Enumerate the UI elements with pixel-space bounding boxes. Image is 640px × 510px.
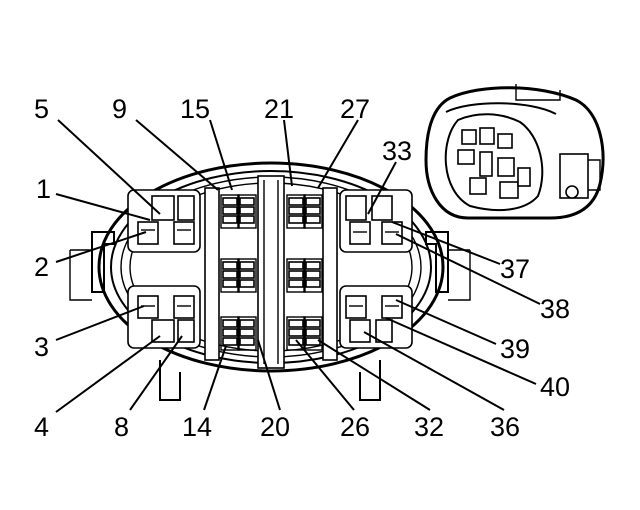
- pin-label-38: 38: [540, 294, 570, 324]
- small-terminal-frame: [237, 258, 257, 293]
- pin-label-32: 32: [414, 412, 444, 442]
- small-terminal-cell: [239, 279, 255, 288]
- small-terminal-grid: [220, 194, 323, 351]
- terminal-group-left: [137, 195, 195, 343]
- small-terminal-cell: [222, 197, 238, 206]
- pin-label-4: 4: [34, 412, 49, 442]
- small-terminal-frame: [286, 258, 306, 293]
- pin-label-37: 37: [500, 254, 530, 284]
- small-terminal-cell: [305, 328, 321, 337]
- small-terminal-cell: [239, 337, 255, 346]
- small-terminal-cell: [222, 279, 238, 288]
- small-terminal-cell: [305, 337, 321, 346]
- small-terminal-frame: [303, 194, 323, 229]
- small-terminal-cell: [222, 206, 238, 215]
- small-terminal-frame: [220, 258, 240, 293]
- small-terminal-frame: [286, 316, 306, 351]
- small-terminal-cell: [288, 319, 304, 328]
- small-terminal-cell: [305, 270, 321, 279]
- small-terminal-cell: [288, 197, 304, 206]
- pin-label-5: 5: [34, 94, 49, 124]
- small-terminal-cell: [222, 261, 238, 270]
- pin-label-39: 39: [500, 334, 530, 364]
- small-terminal-cell: [288, 215, 304, 224]
- small-terminal-cell: [288, 328, 304, 337]
- pin-label-14: 14: [182, 412, 212, 442]
- pin-label-21: 21: [264, 94, 294, 124]
- small-terminal-cell: [239, 270, 255, 279]
- small-terminal-frame: [303, 258, 323, 293]
- small-terminal-cell: [305, 197, 321, 206]
- small-terminal-cell: [305, 279, 321, 288]
- leader-lines: [55, 119, 541, 413]
- small-terminal-cell: [305, 206, 321, 215]
- pin-label-20: 20: [260, 412, 290, 442]
- small-terminal-cell: [305, 215, 321, 224]
- small-terminal-cell: [288, 261, 304, 270]
- small-terminal-cell: [288, 206, 304, 215]
- pin-label-33: 33: [382, 136, 412, 166]
- connector-face: [69, 161, 471, 401]
- terminal-group-right: [345, 195, 403, 343]
- small-terminal-frame: [286, 194, 306, 229]
- small-terminal-frame: [303, 316, 323, 351]
- pin-label-27: 27: [340, 94, 370, 124]
- small-terminal-cell: [239, 328, 255, 337]
- small-terminal-frame: [220, 316, 240, 351]
- small-terminal-frame: [220, 194, 240, 229]
- connector-side-view: [424, 84, 605, 220]
- pin-label-26: 26: [340, 412, 370, 442]
- small-terminal-cell: [239, 319, 255, 328]
- small-terminal-cell: [222, 328, 238, 337]
- small-terminal-cell: [239, 261, 255, 270]
- small-terminal-cell: [305, 261, 321, 270]
- small-terminal-cell: [305, 319, 321, 328]
- small-terminal-cell: [239, 206, 255, 215]
- small-terminal-cell: [288, 279, 304, 288]
- small-terminal-cell: [239, 215, 255, 224]
- pin-label-3: 3: [34, 332, 49, 362]
- small-terminal-cell: [239, 197, 255, 206]
- small-terminal-cell: [222, 270, 238, 279]
- small-terminal-cell: [222, 319, 238, 328]
- pin-label-40: 40: [540, 372, 570, 402]
- small-terminal-frame: [237, 194, 257, 229]
- pin-label-2: 2: [34, 252, 49, 282]
- pin-label-8: 8: [114, 412, 129, 442]
- small-terminal-cell: [222, 215, 238, 224]
- pin-labels: 5 9 15 21 27 33 1 2 3 4 8 14 20 26 32 36…: [34, 94, 570, 442]
- small-terminal-cell: [222, 337, 238, 346]
- small-terminal-frame: [237, 316, 257, 351]
- pin-label-1: 1: [36, 174, 51, 204]
- small-terminal-cell: [288, 270, 304, 279]
- pin-label-36: 36: [490, 412, 520, 442]
- pin-label-15: 15: [180, 94, 210, 124]
- pin-label-9: 9: [112, 94, 127, 124]
